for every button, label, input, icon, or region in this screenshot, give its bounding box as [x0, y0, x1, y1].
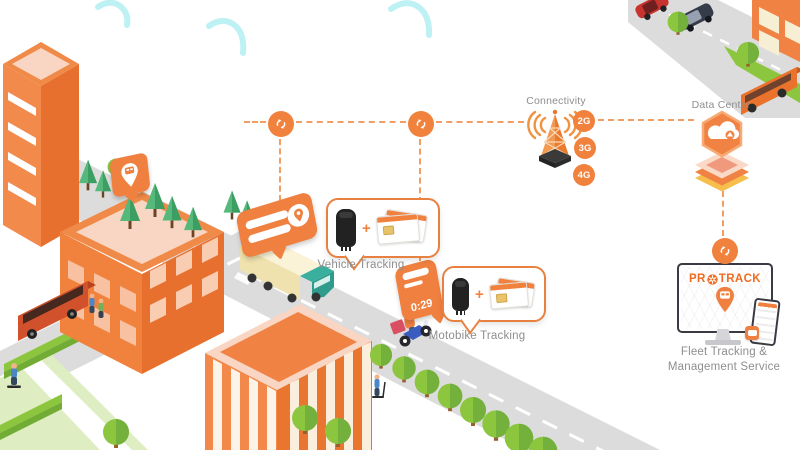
scooter-person	[372, 374, 386, 398]
connector-dash	[722, 191, 724, 236]
sync-icon	[712, 238, 738, 264]
gps-tracker-icon	[336, 209, 356, 251]
skateboarder	[7, 363, 21, 388]
map-pin-icon	[285, 201, 312, 230]
sky-swooshes	[95, 0, 433, 56]
connectivity-label: Connectivity	[526, 95, 586, 107]
red-car	[635, 0, 669, 20]
monitor-stand	[715, 329, 731, 341]
logo-wheel-icon	[707, 273, 718, 285]
bus-app-icon	[745, 326, 759, 340]
sync-icon	[268, 111, 294, 137]
connector-dash	[598, 119, 694, 121]
plus-sign: +	[362, 219, 371, 237]
badge-2g: 2G	[573, 110, 595, 132]
road-medians	[0, 324, 84, 440]
truck-chat-bubble	[235, 190, 319, 260]
plus-sign: +	[475, 285, 484, 303]
location-sign	[109, 152, 151, 198]
connector-dash	[436, 121, 524, 123]
data-center-icon	[695, 110, 749, 192]
pedestrians	[89, 293, 104, 318]
bus-top-right	[741, 67, 800, 115]
map-pin-icon	[681, 286, 769, 313]
sim-cards-icon	[375, 208, 428, 246]
data-center-label: Data Center	[691, 99, 751, 111]
badge-4g: 4G	[573, 164, 595, 186]
connector-dash	[244, 121, 266, 123]
protrack-logo: PR TRACK	[688, 273, 762, 285]
eta-timer: 0:29	[410, 297, 434, 315]
vehicle-tracker-bubble: +	[326, 198, 440, 271]
sync-icon	[408, 111, 434, 137]
sim-cards-icon	[488, 277, 536, 310]
gps-tracker-icon	[452, 277, 469, 315]
connector-dash	[296, 121, 406, 123]
tower-building	[3, 42, 79, 247]
bus-left	[18, 281, 96, 341]
motobike-tracking-label: Motobike Tracking	[428, 330, 526, 342]
badge-3g: 3G	[574, 137, 596, 159]
motobike-tracker-bubble: +	[442, 266, 546, 335]
fleet-service-label: Fleet Tracking & Management Service	[667, 346, 781, 373]
monitor-base	[705, 340, 741, 345]
vehicle-tracking-label: Vehicle Tracking	[317, 259, 405, 271]
connector-dash	[279, 139, 281, 201]
map-pin-icon	[121, 163, 138, 187]
